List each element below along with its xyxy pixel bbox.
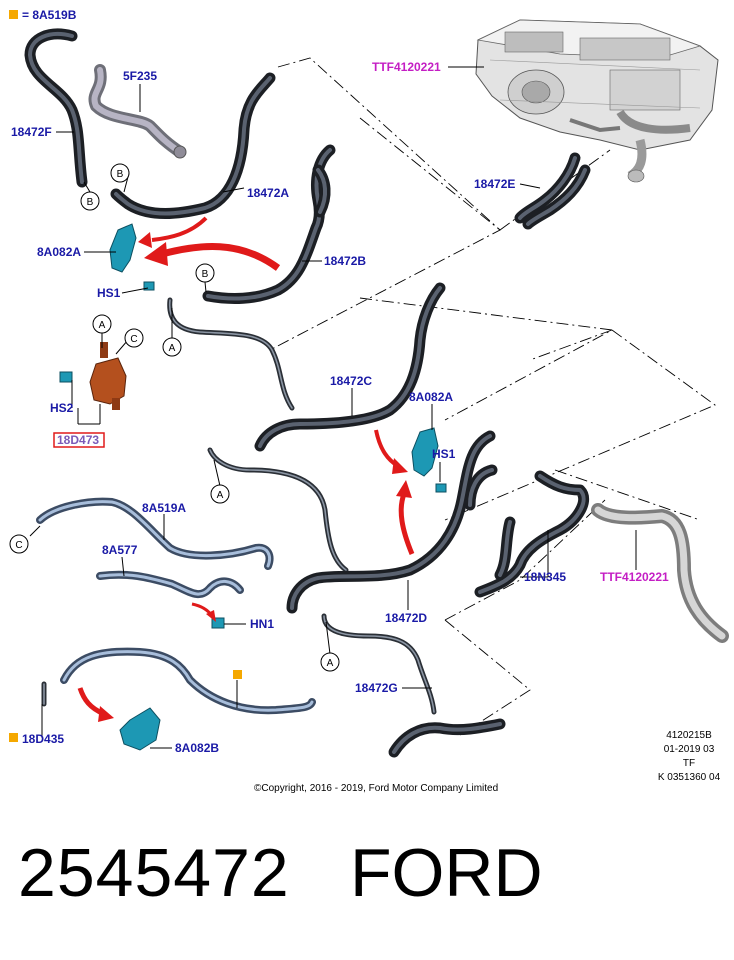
revision-block: 4120215B 01-2019 03 TF K 0351360 04 [658, 730, 721, 783]
hvac-module [475, 19, 719, 183]
callout-C-2: C [9, 534, 29, 554]
label-18472E: 18472E [474, 177, 515, 191]
part-number: 2545472 [18, 835, 290, 911]
callout-A-3: A [210, 484, 230, 504]
hose-18472B [202, 144, 336, 304]
revision-line-2: 01-2019 03 [664, 744, 715, 755]
label-18472A: 18472A [247, 186, 289, 200]
label-18472D: 18472D [385, 611, 427, 625]
arrow-to-HN1 [191, 602, 216, 622]
label-8A577: 8A577 [102, 543, 138, 557]
label-18472F: 18472F [11, 125, 52, 139]
pipe-8A577 [96, 570, 244, 599]
callout-A-2: A [162, 337, 182, 357]
label-8A082B: 8A082B [175, 741, 219, 755]
hose-18N345 [474, 470, 590, 598]
marker-18D435 [9, 733, 18, 742]
bracket-8A082A-right [411, 427, 447, 493]
revision-line-3: TF [683, 758, 695, 769]
valve-18D473 [89, 342, 127, 410]
hose-18472A [110, 72, 276, 219]
callout-B-3: B [195, 263, 215, 283]
label-18D473-box: 18D473 [53, 432, 105, 448]
callout-A-4: A [320, 652, 340, 672]
svg-text:A: A [169, 343, 176, 354]
hose-18472C [167, 282, 446, 573]
brand-name: FORD [350, 835, 543, 911]
hose-18472F [24, 28, 88, 188]
svg-text:C: C [130, 334, 137, 345]
legend-text: = 8A519B [22, 8, 77, 22]
callout-C-1: C [124, 328, 144, 348]
label-18472G: 18472G [355, 681, 398, 695]
pipe-5F235 [88, 64, 187, 159]
revision-line-1: 4120215B [666, 730, 712, 741]
label-8A519A: 8A519A [142, 501, 186, 515]
hose-18472G [321, 613, 506, 758]
arrow-to-8A082A-right-a [374, 429, 408, 474]
label-HS1-right: HS1 [432, 447, 456, 461]
callout-A-1: A [92, 314, 112, 334]
svg-text:B: B [87, 197, 94, 208]
arrow-to-8A082A-right-b [396, 480, 415, 555]
copyright-text: ©Copyright, 2016 - 2019, Ford Motor Comp… [254, 783, 498, 794]
pipe-TTF4120221-right [591, 503, 729, 643]
arrow-to-8A082A-b [144, 242, 281, 271]
hose-18472E [514, 152, 591, 230]
label-18N345: 18N345 [524, 570, 566, 584]
legend-marker [9, 10, 18, 19]
bracket-8A082A-left [109, 223, 155, 291]
callout-B-1: B [80, 191, 100, 211]
label-HN1: HN1 [250, 617, 274, 631]
label-HS2: HS2 [50, 401, 74, 415]
label-TTF4120221-right: TTF4120221 [600, 570, 669, 584]
svg-text:B: B [117, 169, 124, 180]
svg-text:A: A [99, 320, 106, 331]
arrow-to-8A082B [77, 687, 114, 722]
revision-line-4: K 0351360 04 [658, 772, 721, 783]
clip-HS2 [59, 371, 73, 383]
pipe-8A519A [36, 497, 274, 570]
svg-text:A: A [327, 658, 334, 669]
pipe-18D435 [41, 647, 316, 715]
label-5F235: 5F235 [123, 69, 157, 83]
label-18D473: 18D473 [57, 433, 99, 447]
callout-B-2: B [110, 163, 130, 183]
label-18D435: 18D435 [22, 732, 64, 746]
label-8A082A-right: 8A082A [409, 390, 453, 404]
svg-text:A: A [217, 490, 224, 501]
marker-8A519B-bottom [233, 670, 242, 679]
hose-18472D [286, 430, 498, 614]
arrow-to-8A082A-a [138, 216, 208, 248]
svg-text:B: B [202, 269, 209, 280]
label-8A082A-left: 8A082A [37, 245, 81, 259]
label-TTF4120221-top: TTF4120221 [372, 60, 441, 74]
label-HS1-left: HS1 [97, 286, 121, 300]
bracket-8A082B [119, 707, 161, 751]
label-18472C: 18472C [330, 374, 372, 388]
clip-HN1 [211, 617, 225, 629]
label-18472B: 18472B [324, 254, 366, 268]
svg-text:C: C [15, 540, 22, 551]
